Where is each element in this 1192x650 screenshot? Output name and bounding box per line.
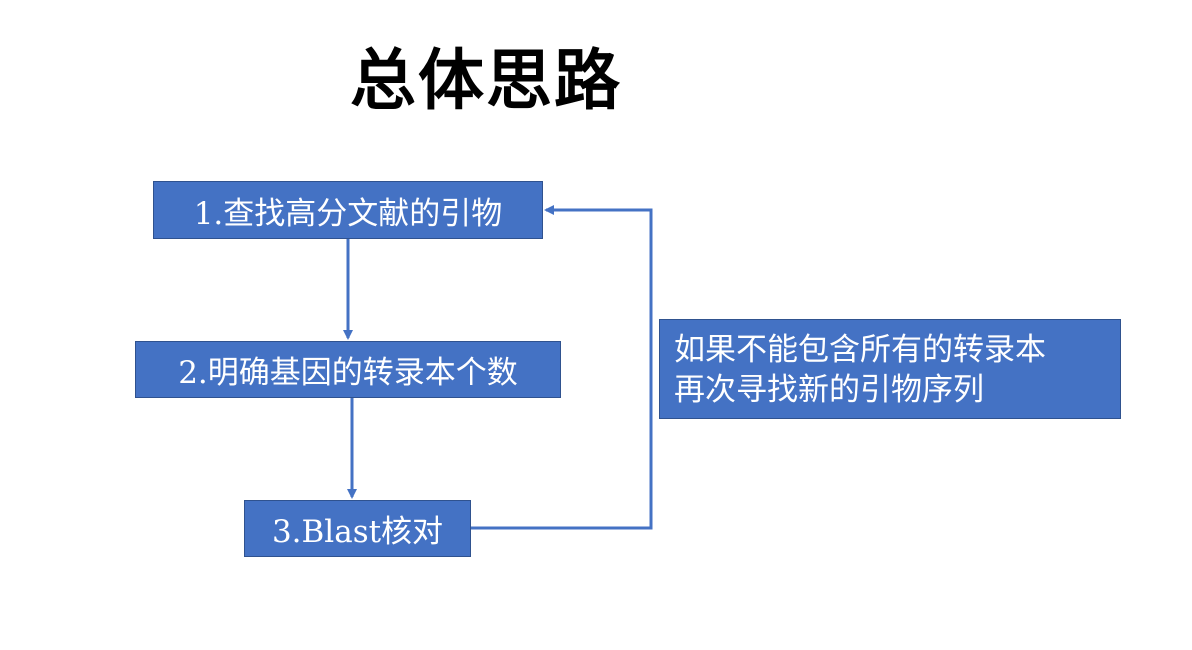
loop-note-line-1: 如果不能包含所有的转录本 bbox=[674, 332, 1046, 368]
step-2-label: 2.明确基因的转录本个数 bbox=[178, 355, 518, 391]
step-3-box: 3.Blast核对 bbox=[244, 500, 471, 557]
step-1-box: 1.查找高分文献的引物 bbox=[153, 181, 543, 239]
loop-note-line-2: 再次寻找新的引物序列 bbox=[674, 372, 984, 408]
step-3-label: 3.Blast核对 bbox=[271, 514, 444, 550]
arrow-loop-back bbox=[471, 205, 653, 530]
slide-title: 总体思路 bbox=[350, 42, 622, 119]
step-1-label: 1.查找高分文献的引物 bbox=[193, 195, 503, 232]
loop-note-box: 如果不能包含所有的转录本 再次寻找新的引物序列 bbox=[659, 319, 1121, 419]
step-2-box: 2.明确基因的转录本个数 bbox=[135, 341, 561, 398]
